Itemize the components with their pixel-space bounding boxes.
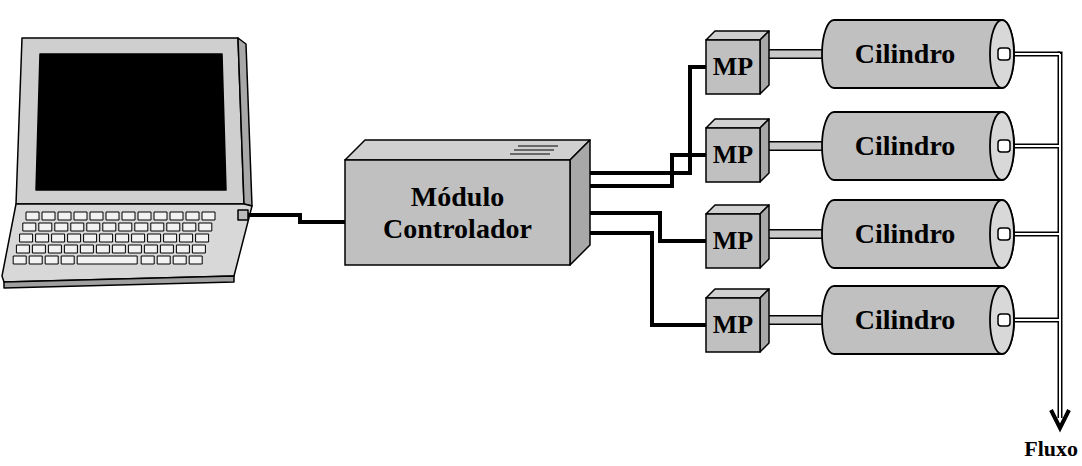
control-wire bbox=[570, 233, 706, 325]
motor-box: MP bbox=[706, 128, 760, 182]
cylinder-label: Cilindro bbox=[855, 130, 956, 161]
box-label: MP bbox=[713, 140, 753, 169]
cylinder: Cilindro bbox=[822, 112, 1014, 180]
laptop bbox=[2, 38, 252, 288]
cylinder: Cilindro bbox=[822, 286, 1014, 354]
box-label: MP bbox=[713, 226, 753, 255]
cylinder-label: Cilindro bbox=[855, 38, 956, 69]
cylinder-label: Cilindro bbox=[855, 304, 956, 335]
motor-shaft bbox=[769, 320, 824, 321]
motor-box: MP bbox=[706, 298, 760, 352]
motor-box: MP bbox=[706, 214, 760, 268]
cylinder: Cilindro bbox=[822, 20, 1014, 88]
motor-shaft bbox=[769, 234, 824, 235]
cylinder: Cilindro bbox=[822, 200, 1014, 268]
cylinder-label: Cilindro bbox=[855, 218, 956, 249]
box-label: MP bbox=[713, 310, 753, 339]
motor-shaft bbox=[769, 54, 824, 55]
box-label: Módulo Controlador bbox=[358, 181, 558, 244]
controller-box: Módulo Controlador bbox=[345, 160, 570, 265]
motor-shaft bbox=[769, 146, 824, 147]
laptop-cable bbox=[248, 215, 345, 222]
box-label: MP bbox=[713, 52, 753, 81]
motor-box: MP bbox=[706, 40, 760, 94]
flow-label: Fluxo bbox=[1024, 436, 1078, 462]
